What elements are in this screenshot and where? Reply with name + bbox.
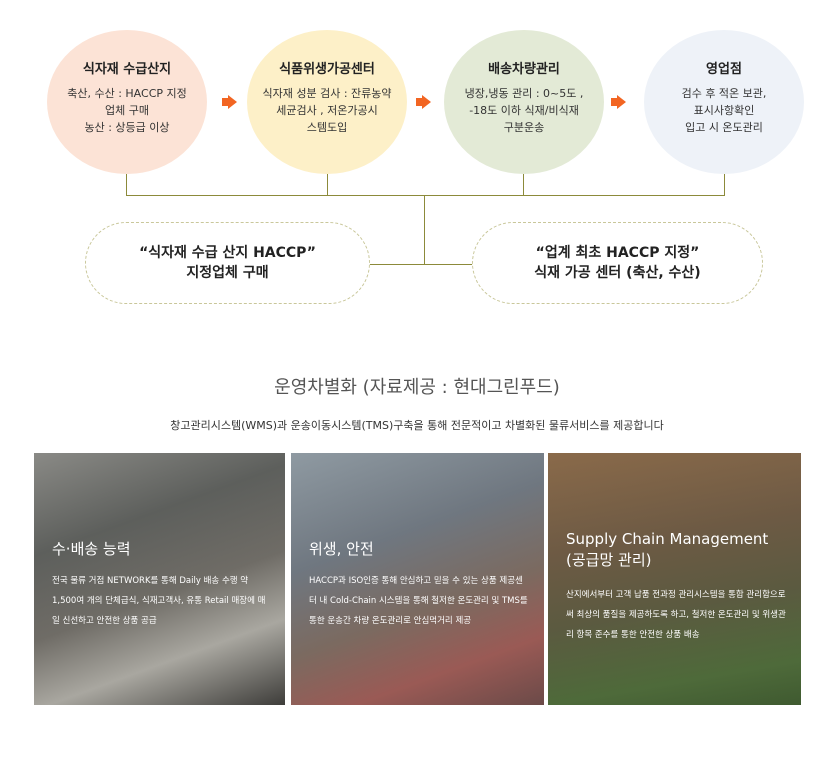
- highlight-line: 지정업체 구매: [186, 265, 269, 281]
- highlight-sourcing: “식자재 수급 산지 HACCP” 지정업체 구매: [85, 222, 370, 304]
- line: 업체 구매: [105, 104, 149, 117]
- highlight-processing: “업계 최초 HACCP 지정” 식재 가공 센터 (축산, 수산): [472, 222, 763, 304]
- card-desc: 전국 물류 거점 NETWORK를 통해 Daily 배송 수행 약 1,500…: [52, 576, 266, 626]
- connector: [724, 174, 725, 196]
- highlight-line: 식재 가공 센터 (축산, 수산): [534, 265, 701, 281]
- line: 검수 후 적온 보관,: [681, 87, 767, 100]
- connector: [523, 174, 524, 196]
- line: 구분운송: [503, 121, 545, 134]
- arrow-right-icon: [222, 95, 237, 109]
- card-title: Supply Chain Management (공급망 관리): [566, 530, 769, 569]
- highlight-line: “업계 최초 HACCP 지정”: [535, 245, 700, 261]
- card-title: 위생, 안전: [309, 540, 374, 558]
- card-title: 수·배송 능력: [52, 540, 131, 558]
- arrow-right-icon: [416, 95, 431, 109]
- line: 농산 : 상등급 이상: [84, 121, 170, 134]
- step-title: 영업점: [706, 62, 742, 77]
- arrow-right-icon: [611, 95, 626, 109]
- connector: [126, 174, 127, 196]
- card-scm: Supply Chain Management (공급망 관리) 산지에서부터 …: [548, 453, 801, 705]
- step-title: 식품위생가공센터: [279, 62, 375, 77]
- line: 스템도입: [306, 121, 348, 134]
- section-subtitle: 창고관리시스템(WMS)과 운송이동시스템(TMS)구축을 통해 전문적이고 차…: [170, 419, 664, 432]
- line: 축산, 수산 : HACCP 지정: [67, 87, 187, 100]
- connector: [365, 264, 475, 265]
- card-delivery: 수·배송 능력 전국 물류 거점 NETWORK를 통해 Daily 배송 수행…: [34, 453, 285, 705]
- line: 표시사항확인: [693, 104, 755, 117]
- card-hygiene: 위생, 안전 HACCP과 ISO인증 통해 안심하고 믿을 수 있는 상품 제…: [291, 453, 544, 705]
- connector: [126, 195, 725, 196]
- highlight-line: “식자재 수급 산지 HACCP”: [139, 245, 316, 261]
- line: -18도 이하 식재/비식재: [469, 104, 579, 117]
- card-desc: 산지에서부터 고객 납품 전과정 관리시스템을 통합 관리함으로써 최상의 품질…: [566, 590, 786, 640]
- connector: [327, 174, 328, 196]
- line: 냉장,냉동 관리 : 0~5도 ,: [464, 87, 584, 100]
- line: 세균검사 , 저온가공시: [276, 104, 378, 117]
- connector: [424, 195, 425, 265]
- step-title: 배송차량관리: [488, 62, 560, 77]
- line: 입고 시 온도관리: [685, 121, 763, 134]
- section-title: 운영차별화 (자료제공 : 현대그린푸드): [274, 377, 560, 398]
- card-desc: HACCP과 ISO인증 통해 안심하고 믿을 수 있는 상품 제공센터 내 C…: [309, 576, 528, 626]
- line: 식자재 성분 검사 : 잔류농약: [262, 87, 392, 100]
- step-title: 식자재 수급산지: [82, 62, 172, 77]
